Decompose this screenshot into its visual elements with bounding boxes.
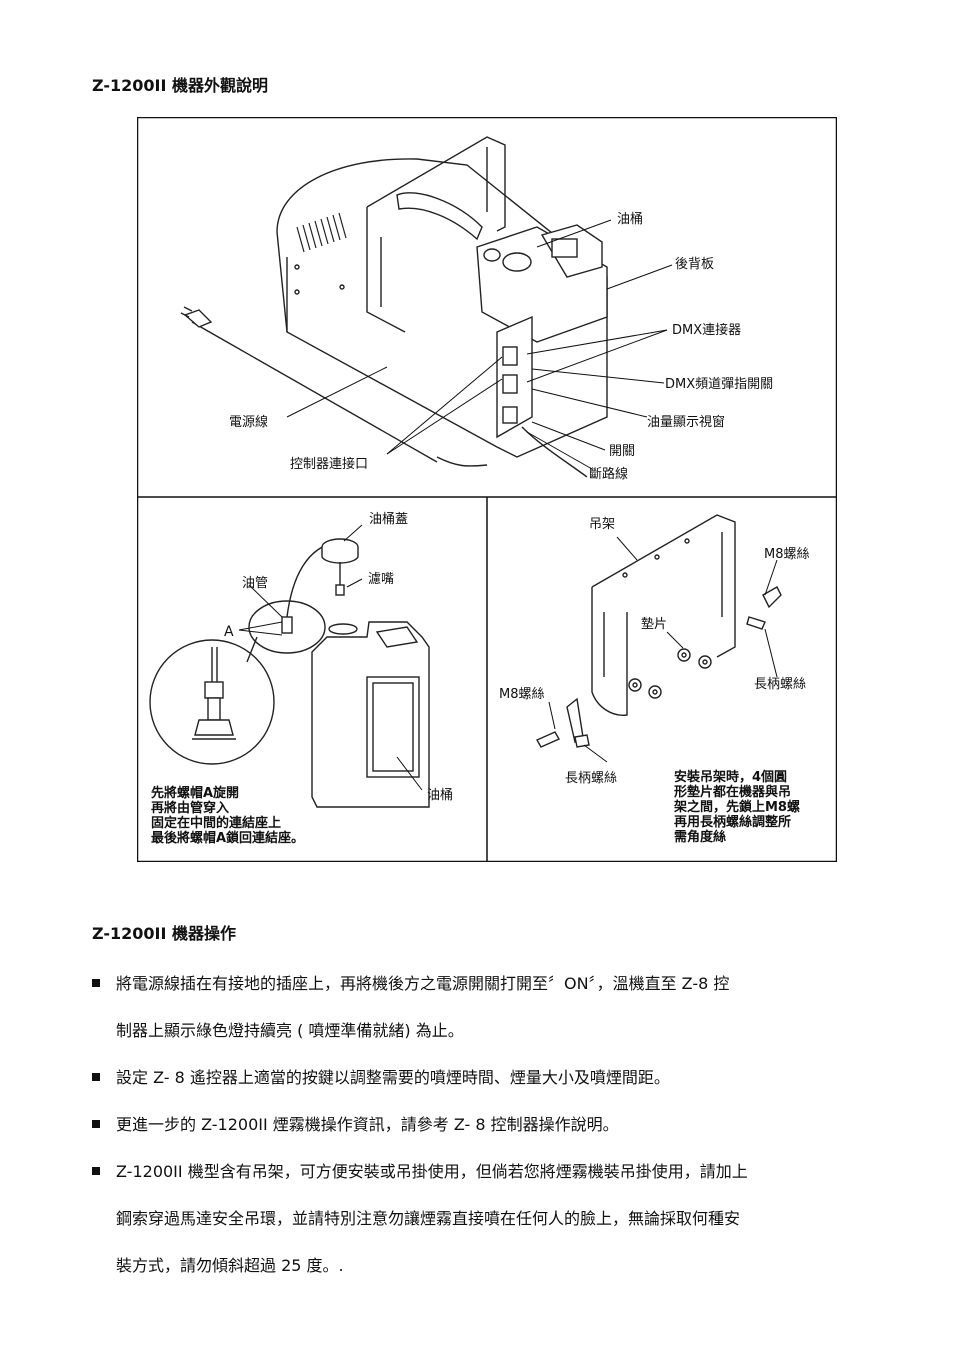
bullet-square-icon [92,1073,100,1081]
label-oil-pipe: 油管 [242,576,268,591]
machine-diagram: 油桶 後背板 DMX連接器 DMX頻道彈指開關 電源線 油量顯示視窗 控制器連接… [137,117,837,862]
list-item-text: 設定 Z- 8 遙控器上適當的按鍵以調整需要的噴煙時間、煙量大小及噴煙間距。 [116,1068,670,1087]
label-filter: 濾嘴 [368,572,394,587]
label-switch: 開關 [609,444,635,459]
leader-lines-right [548,536,778,763]
instruction-line: 固定在中間的連結座上 [151,815,281,831]
note-line: 安裝吊架時，4個圓 [674,769,787,785]
label-a: A [224,624,234,640]
leader-lines-top [286,219,673,470]
note-line: 需角度絲 [674,829,726,845]
list-item: 設定 Z- 8 遙控器上適當的按鍵以調整需要的噴煙時間、煙量大小及噴煙間距。 [92,1054,882,1101]
label-handle-screw-bottom: 長柄螺絲 [565,771,617,786]
list-item: 將電源線插在有接地的插座上，再將機後方之電源開關打開至〞ON〞，溫機直至 Z-8… [92,960,882,1054]
label-dmx-connector: DMX連接器 [672,322,741,338]
label-controller-port: 控制器連接口 [290,456,368,472]
bracket-drawing [536,514,782,748]
bullet-square-icon [92,1120,100,1128]
list-item-text: 更進一步的 Z-1200II 煙霧機操作資訊，請參考 Z- 8 控制器操作說明。 [116,1115,619,1134]
label-washer: 墊片 [641,617,667,632]
label-power-cord: 電源線 [229,414,268,430]
section-title-appearance: Z-1200II 機器外觀說明 [92,76,268,95]
label-breaker: 斷路線 [589,466,628,482]
list-item-text: 將電源線插在有接地的插座上，再將機後方之電源開關打開至〞ON〞，溫機直至 Z-8… [116,974,730,993]
bullet-square-icon [92,1167,100,1175]
operation-list: 將電源線插在有接地的插座上，再將機後方之電源開關打開至〞ON〞，溫機直至 Z-8… [92,960,882,1289]
instruction-line: 先將螺帽A旋開 [151,785,239,801]
bullet-square-icon [92,979,100,987]
label-left-tank: 油桶 [427,788,453,803]
machine-drawing [180,136,608,478]
list-item-text: 裝方式，請勿傾斜超過 25 度。. [116,1256,344,1275]
label-handle-screw-top: 長柄螺絲 [754,677,806,692]
note-line: 形墊片都在機器與吊 [674,784,791,800]
list-item: 更進一步的 Z-1200II 煙霧機操作資訊，請參考 Z- 8 控制器操作說明。 [92,1101,882,1148]
instruction-line: 最後將螺帽A鎖回連結座。 [151,830,304,846]
label-oil-window: 油量顯示視窗 [647,414,725,430]
instruction-line: 再將由管穿入 [151,800,229,816]
leader-lines-left [238,524,423,791]
note-line: 再用長柄螺絲調整所 [674,814,791,830]
list-item-text: 鋼索穿過馬達安全吊環，並請特別注意勿讓煙霧直接噴在任何人的臉上，無論採取何種安 [116,1209,741,1228]
label-bracket: 吊架 [589,517,615,532]
label-dmx-dip: DMX頻道彈指開關 [665,377,773,392]
diagram-svg: 油桶 後背板 DMX連接器 DMX頻道彈指開關 電源線 油量顯示視窗 控制器連接… [137,117,837,862]
label-back-panel: 後背板 [675,257,714,272]
section-title-operation: Z-1200II 機器操作 [92,924,236,943]
list-item-text: 制器上顯示綠色燈持續亮 ( 噴煙準備就緒) 為止。 [116,1021,464,1040]
note-line: 架之間，先鎖上M8螺 [673,799,800,815]
list-item-text: Z-1200II 機型含有吊架，可方便安裝或吊掛使用，但倘若您將煙霧機裝吊掛使用… [116,1162,748,1181]
label-tank-cap: 油桶蓋 [369,512,408,527]
label-m8-screw-left: M8螺絲 [499,687,545,702]
label-tank: 油桶 [617,212,643,227]
right-note: 安裝吊架時，4個圓 形墊片都在機器與吊 架之間，先鎖上M8螺 再用長柄螺絲調整所… [673,769,800,845]
tank-assembly-drawing [149,538,430,808]
left-instructions: 先將螺帽A旋開 再將由管穿入 固定在中間的連結座上 最後將螺帽A鎖回連結座。 [151,785,304,846]
label-m8-screw-top: M8螺絲 [764,547,810,562]
list-item: Z-1200II 機型含有吊架，可方便安裝或吊掛使用，但倘若您將煙霧機裝吊掛使用… [92,1148,882,1289]
